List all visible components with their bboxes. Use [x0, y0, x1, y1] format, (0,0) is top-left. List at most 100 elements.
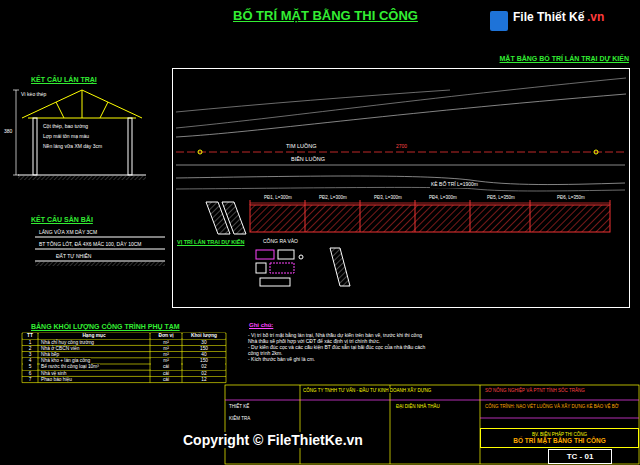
annotation: BT TÔNG LÓT, ĐÁ 4X6 MÁC 100, DÀY 10CM: [38, 242, 143, 248]
contour-line: [176, 78, 626, 128]
notes-heading: Ghi chú:: [248, 322, 274, 329]
channel-edge: [176, 165, 625, 166]
segment-divider: [470, 200, 471, 232]
table-cell: m²: [151, 340, 181, 345]
table-cell: 7: [23, 377, 37, 382]
table-cell: Nhà kho + lán gia công: [40, 358, 91, 363]
watermark: Copyright © FileThietKe.vn: [182, 432, 364, 448]
table-cell: Nhà bếp: [40, 352, 60, 357]
tank-symbol: [299, 255, 303, 259]
dimension-line: [16, 90, 17, 175]
dimension: 380: [3, 129, 13, 135]
title-block-text: CÔNG TY TNHH TƯ VẤN - ĐẦU TƯ KINH DOANH …: [302, 388, 432, 393]
table-cell: Nhà ở CBCN viên: [40, 346, 80, 351]
channel-axis: [176, 152, 625, 153]
sheet-title-box: BV. BIỆN PHÁP THI CÔNGBỐ TRÍ MẶT BẰNG TH…: [480, 428, 639, 448]
plan-frame: MẶT BẰNG BỐ TRÍ LÁN TRẠI DỰ KIẾN: [172, 68, 630, 308]
drawing-title: BỐ TRÍ MẶT BẰNG THI CÔNG: [232, 9, 419, 24]
notes-block: - Vị trí bố trí mặt bằng lán trại, Nhà t…: [248, 332, 428, 362]
annotation: Vì kèo thép: [20, 92, 47, 98]
annotation: Nền láng vữa XM dày 3cm: [42, 144, 103, 150]
soil-hatch: [35, 261, 165, 266]
quantity-table: [22, 333, 226, 383]
title-rule: [225, 400, 480, 401]
box-text: BV. BIỆN PHÁP THI CÔNG: [532, 432, 587, 437]
dimension-mark: [198, 150, 202, 154]
line-label: TIM LUỒNG: [285, 143, 318, 149]
title-rule: [300, 385, 301, 464]
segment-divider: [415, 200, 416, 232]
table-cell: cái: [151, 364, 181, 369]
layer-line: [35, 237, 165, 238]
table-cell: 02: [183, 364, 225, 369]
contour-line: [176, 176, 625, 185]
table-title: BẢNG KHỐI LƯỢNG CÔNG TRÌNH PHỤ TẠM: [30, 323, 181, 331]
title-rule: [480, 385, 481, 464]
table-cell: 150: [183, 358, 225, 363]
note-text: - Dự kiến đúc cọc và các cấu kiện BT đúc…: [248, 344, 428, 356]
table-header: Khối lượng: [183, 333, 225, 338]
plan-label: VỊ TRÍ LÁN TRẠI DỰ KIẾN: [176, 239, 246, 245]
hatched-plot: [330, 248, 350, 286]
box-text: TC - 01: [567, 452, 594, 461]
layer-line: [35, 249, 165, 250]
camp-building: [278, 250, 294, 259]
segment-divider: [360, 200, 361, 232]
column: [128, 118, 132, 175]
shelter-section: [13, 90, 146, 180]
table-cell: cái: [151, 371, 181, 376]
table-cell: 5: [23, 364, 37, 369]
contour-line: [176, 90, 450, 112]
site-plan: [176, 78, 626, 286]
dimension-mark: [594, 150, 598, 154]
table-cell: Phao báo hiệu: [40, 377, 73, 382]
dimension-tick: [13, 90, 19, 91]
yard-section: [35, 237, 165, 266]
logo-text: .vn: [586, 11, 605, 25]
segment-label: PĐ6, L=350m: [556, 195, 586, 200]
hatched-plot: [222, 202, 246, 234]
plan-heading: MẶT BẰNG BỐ TRÍ LÁN TRẠI DỰ KIẾN: [500, 55, 629, 63]
contour-line: [176, 187, 625, 191]
camp-building: [256, 250, 274, 259]
table-cell: 3: [23, 352, 37, 357]
floor-hatch: [18, 175, 146, 180]
segment-label: PĐ2, L=300m: [318, 195, 348, 200]
title-block-text: KIỂM TRA: [228, 416, 251, 421]
truss-web: [56, 102, 64, 118]
section-heading: KẾT CẤU SÂN BÃI: [30, 216, 94, 224]
title-block-text: SỞ NÔNG NGHIỆP VÀ PTNT TỈNH SÓC TRĂNG: [484, 388, 586, 393]
table-cell: 30: [183, 340, 225, 345]
table-cell: Nhà vệ sinh: [40, 371, 67, 376]
annotation: Cột thép, bao tường: [42, 124, 89, 130]
table-cell: Bể nước thi công loại 10m³: [40, 364, 100, 369]
note-text: - Kích thước bản vẽ ghi là cm.: [248, 356, 428, 362]
table-rule: [38, 333, 39, 383]
segment-label: PĐ4, L=300m: [428, 195, 458, 200]
table-cell: cái: [151, 377, 181, 382]
table-cell: 2: [23, 346, 37, 351]
title-block: [225, 385, 639, 464]
embankment-band: [250, 205, 610, 232]
table-header: Đơn vị: [151, 333, 181, 338]
annotation: LÁNG VỮA XM DÀY 3CM: [38, 230, 98, 236]
segment-divider: [530, 200, 531, 232]
table-cell: m²: [151, 352, 181, 357]
contour-line: [176, 94, 626, 137]
line-label: KÈ BỐ TRÍ L=1900m: [430, 182, 479, 188]
plan-label: CỔNG RA VÀO: [262, 239, 299, 245]
section-heading: KẾT CẤU LÁN TRẠI: [30, 76, 98, 84]
title-rule: [390, 385, 391, 464]
line-label: BIÊN LUỒNG: [290, 156, 326, 162]
sheet-number-box: TC - 01: [548, 449, 612, 464]
annotation: ĐẤT TỰ NHIÊN: [55, 254, 92, 260]
annotation: Lợp mái tôn mạ màu: [42, 134, 90, 140]
dimension-tick: [13, 175, 19, 176]
segment-divider: [250, 200, 251, 205]
table-rule: [226, 333, 227, 383]
logo-icon: [490, 11, 508, 31]
segment-label: PĐ5, L=350m: [486, 195, 516, 200]
camp-building: [260, 278, 290, 286]
table-cell: 6: [23, 371, 37, 376]
